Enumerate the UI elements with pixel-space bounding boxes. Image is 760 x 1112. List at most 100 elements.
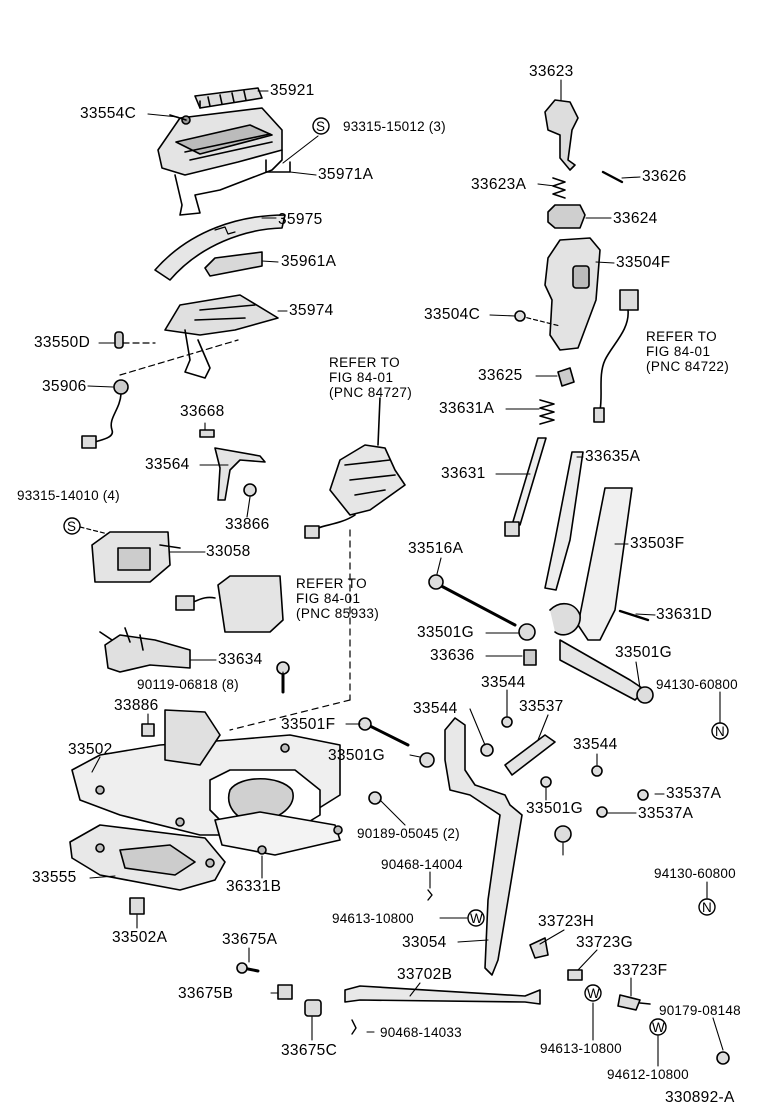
rod-33631 xyxy=(511,437,547,526)
part-label: 36331B xyxy=(226,878,282,895)
part-label: 33675B xyxy=(178,985,234,1002)
part-label: 94130-60800 xyxy=(654,866,736,881)
part-label: 33504F xyxy=(616,254,671,271)
part-label: 33537A xyxy=(638,805,694,822)
shift-lock-bracket xyxy=(104,634,191,673)
bezel-plate xyxy=(164,294,279,336)
part-label: 33554C xyxy=(80,105,137,122)
part-label: 35906 xyxy=(42,378,87,395)
s-symbol-circle xyxy=(63,517,81,535)
part-label: 35975 xyxy=(278,211,323,228)
part-label: 90119-06818 (8) xyxy=(137,677,239,692)
bulb xyxy=(114,331,124,349)
part-label: 33537A xyxy=(666,785,722,802)
figure-code: 330892-A xyxy=(665,1089,735,1106)
part-label: 33502 xyxy=(68,741,113,758)
s-symbol-circle xyxy=(312,117,330,135)
part-label: 33631A xyxy=(439,400,495,417)
part-label: 33537 xyxy=(519,698,564,715)
part-label: 33866 xyxy=(225,516,270,533)
part-label: 33886 xyxy=(114,697,159,714)
part-label: 33636 xyxy=(430,647,475,664)
part-label: 33723F xyxy=(613,962,668,979)
part-label: 94613-10800 xyxy=(540,1041,622,1056)
part-label: 33631 xyxy=(441,465,486,482)
control-rod xyxy=(344,985,541,1005)
part-label: 33723G xyxy=(576,934,633,951)
part-label: 33544 xyxy=(481,674,526,691)
part-label: 94130-60800 xyxy=(656,677,738,692)
indicator-plate xyxy=(204,251,263,277)
part-label: 94612-10800 xyxy=(607,1067,689,1082)
part-label: 35921 xyxy=(270,82,315,99)
part-label: 33675A xyxy=(222,931,278,948)
part-label: 33668 xyxy=(180,403,225,420)
part-label: 33501G xyxy=(526,800,583,817)
part-label: 33631D xyxy=(656,606,713,623)
lock-lever xyxy=(214,447,266,501)
s-symbol: S xyxy=(67,519,77,534)
part-label: 33544 xyxy=(413,700,458,717)
w-symbol: W xyxy=(587,986,600,1001)
link-33537 xyxy=(504,734,556,776)
part-label: 33623A xyxy=(471,176,527,193)
part-label: 33625 xyxy=(478,367,523,384)
part-label: 33675C xyxy=(281,1042,338,1059)
part-label: 35974 xyxy=(289,302,334,319)
control-lever xyxy=(444,717,523,976)
shift-lock-ecu xyxy=(217,575,284,633)
shift-lever-boot xyxy=(214,811,341,856)
part-label: 35971A xyxy=(318,166,374,183)
part-label: 33550D xyxy=(34,334,91,351)
part-label: 93315-14010 (4) xyxy=(17,488,120,503)
w-symbol-circle xyxy=(584,984,602,1002)
part-label: 33503F xyxy=(630,535,685,552)
refer-note: REFER TO FIG 84-01 (PNC 84722) xyxy=(646,329,730,374)
shift-knob xyxy=(544,237,601,351)
part-label: 33564 xyxy=(145,456,190,473)
part-label: 33501F xyxy=(281,716,336,733)
knob-cap xyxy=(547,204,586,229)
part-label: 93315-15012 (3) xyxy=(343,119,446,134)
part-label: 90179-08148 xyxy=(659,1003,741,1018)
part-label: 33544 xyxy=(573,736,618,753)
part-label: 33058 xyxy=(206,543,251,560)
n-symbol-circle xyxy=(698,898,716,916)
refer-note: REFER TO FIG 84-01 (PNC 84727) xyxy=(329,355,413,400)
part-label: 33501G xyxy=(417,624,474,641)
n-symbol: N xyxy=(715,724,725,739)
w-symbol: W xyxy=(470,911,483,926)
spring-33623a xyxy=(552,177,566,199)
w-symbol-circle xyxy=(467,909,485,927)
part-label: 33054 xyxy=(402,934,447,951)
n-symbol: N xyxy=(702,900,712,915)
part-label: 33502A xyxy=(112,929,168,946)
part-label: 35961A xyxy=(281,253,337,270)
part-label: 90468-14004 xyxy=(381,857,463,872)
w-symbol-circle xyxy=(649,1018,667,1036)
part-label: 33626 xyxy=(642,168,687,185)
part-label: 33723H xyxy=(538,913,595,930)
part-label: 33504C xyxy=(424,306,481,323)
part-label: 94613-10800 xyxy=(332,911,414,926)
part-label: 33516A xyxy=(408,540,464,557)
part-label: 90468-14033 xyxy=(380,1025,462,1040)
arc-cover xyxy=(154,214,286,281)
s-symbol: S xyxy=(316,119,326,134)
part-label: 33555 xyxy=(32,869,77,886)
part-label: 33623 xyxy=(529,63,574,80)
bracket-assembly xyxy=(329,444,406,516)
refer-note: REFER TO FIG 84-01 (PNC 85933) xyxy=(296,576,380,621)
shift-console-part xyxy=(157,87,291,216)
part-label: 90189-05045 (2) xyxy=(357,826,460,841)
part-label: 33702B xyxy=(397,966,453,983)
part-label: 33635A xyxy=(585,448,641,465)
leader-lines xyxy=(87,79,724,1067)
w-symbol: W xyxy=(652,1020,665,1035)
part-label: 33501G xyxy=(328,747,385,764)
shift-lever xyxy=(577,487,633,641)
knob-button xyxy=(544,99,579,171)
part-label: 33634 xyxy=(218,651,263,668)
